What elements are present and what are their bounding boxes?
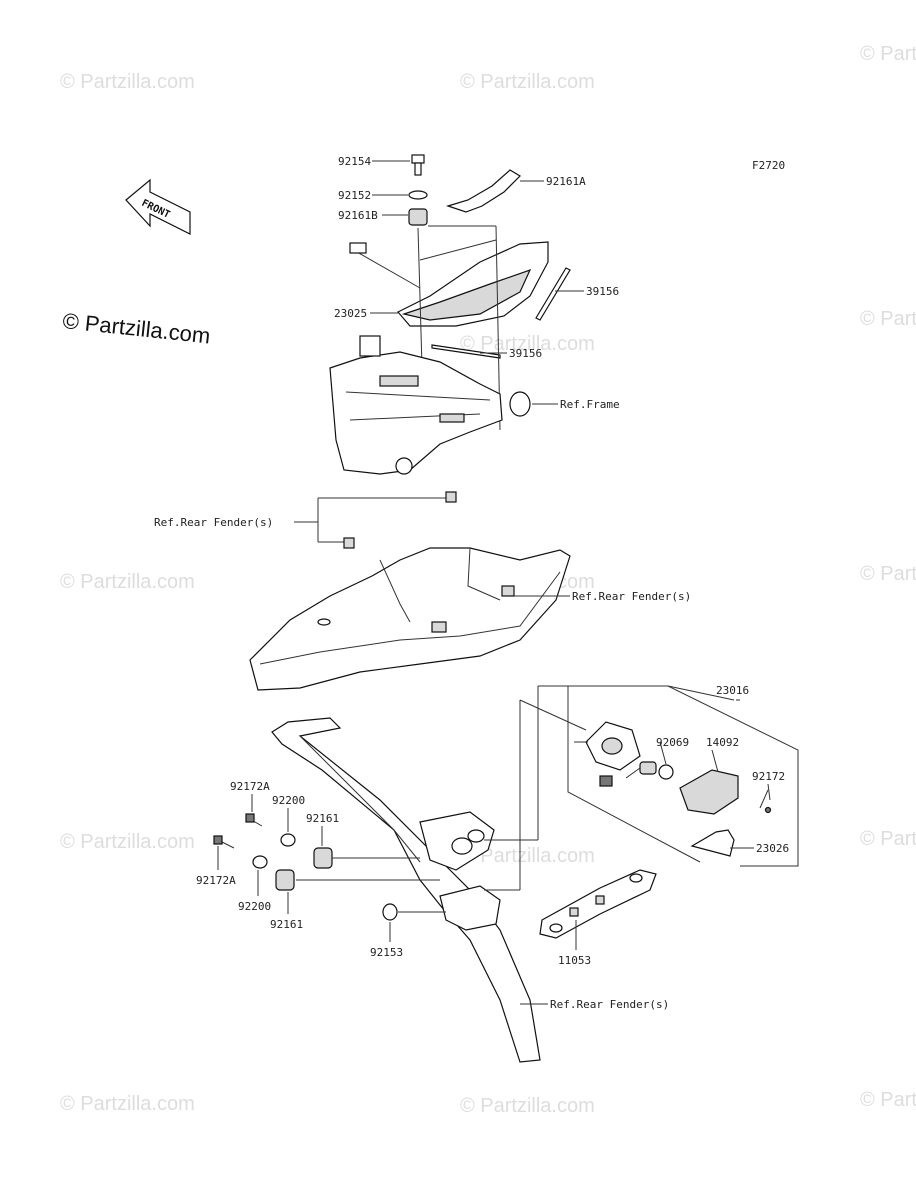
- label-92200-b[interactable]: 92200: [238, 900, 271, 913]
- label-92200-a[interactable]: 92200: [272, 794, 305, 807]
- frame-bracket: [329, 335, 558, 475]
- rear-fender: [249, 491, 571, 691]
- watermark: © Partzilla.com: [460, 1095, 595, 1117]
- washer-92200-b: [252, 855, 268, 896]
- watermark: © Partzilla.com: [60, 71, 195, 93]
- label-92161B[interactable]: 92161B: [338, 209, 378, 222]
- diagram-id: F2720: [752, 159, 785, 172]
- bracket-92161A: [446, 169, 544, 213]
- bulb-92069: [599, 741, 674, 787]
- grommet-92161-a: [313, 826, 333, 869]
- label-14092[interactable]: 14092: [706, 736, 739, 749]
- screw-92172: [759, 783, 772, 814]
- label-23026[interactable]: 23026: [756, 842, 789, 855]
- label-11053[interactable]: 11053: [558, 954, 591, 967]
- label-92161A[interactable]: 92161A: [546, 175, 586, 188]
- label-39156-a[interactable]: 39156: [586, 285, 619, 298]
- label-92069[interactable]: 92069: [656, 736, 689, 749]
- label-ref-rear-fender-1[interactable]: Ref.Rear Fender(s): [154, 516, 273, 529]
- label-92172A-a[interactable]: 92172A: [230, 780, 270, 793]
- watermark: © Partzilla.com: [60, 1093, 195, 1115]
- label-23016[interactable]: 23016: [716, 684, 749, 697]
- plate-bracket-11053: [539, 869, 657, 950]
- front-arrow-icon: FRONT: [125, 178, 191, 235]
- watermark: © Partzilla.com: [460, 333, 595, 355]
- watermark: © Partzilla.com: [860, 43, 916, 65]
- bolt-92154: [372, 154, 425, 176]
- lens-14092: [679, 749, 739, 815]
- label-92172[interactable]: 92172: [752, 770, 785, 783]
- screw-92172A-a: [245, 794, 263, 827]
- strip-39156-b: [431, 344, 507, 359]
- part-labels: 92154 92152 92161B 92161A 39156 23025 39…: [154, 155, 789, 1011]
- ref-fender-leader: [294, 497, 446, 543]
- label-ref-rear-fender-3[interactable]: Ref.Rear Fender(s): [550, 998, 669, 1011]
- washer-92152: [372, 190, 428, 200]
- guide-lines-lower: [484, 685, 587, 1005]
- label-ref-frame[interactable]: Ref.Frame: [560, 398, 620, 411]
- watermark: © Partzilla.com: [60, 831, 195, 853]
- gasket-23026: [690, 829, 754, 857]
- watermark: © Partzilla.com: [460, 71, 595, 93]
- hardware-leaders: [296, 857, 440, 881]
- grommet-92161-b: [275, 869, 295, 914]
- rear-stay-bracket: [271, 717, 541, 1063]
- screw-92172A-b: [213, 835, 235, 870]
- label-23025[interactable]: 23025: [334, 307, 367, 320]
- watermark: © Partzilla.com: [860, 828, 916, 850]
- label-92172A-b[interactable]: 92172A: [196, 874, 236, 887]
- washer-92200-a: [280, 808, 296, 847]
- watermark: © Partzilla.com: [860, 1089, 916, 1111]
- label-92161-a[interactable]: 92161: [306, 812, 339, 825]
- label-92154[interactable]: 92154: [338, 155, 371, 168]
- license-lamp-housing: [574, 721, 641, 771]
- label-92153[interactable]: 92153: [370, 946, 403, 959]
- grommet-92161B: [382, 208, 428, 226]
- tail-lamp-23025: [349, 241, 549, 327]
- label-ref-rear-fender-2[interactable]: Ref.Rear Fender(s): [572, 590, 691, 603]
- watermark: © Partzilla.com: [860, 308, 916, 330]
- watermark: © Partzilla.com: [860, 563, 916, 585]
- watermark: © Partzilla.com: [60, 571, 195, 593]
- label-39156-b[interactable]: 39156: [509, 347, 542, 360]
- bolt-92153: [382, 903, 446, 942]
- watermark: © Partzilla.com: [460, 845, 595, 867]
- strip-39156-a: [535, 267, 584, 321]
- label-92161-b[interactable]: 92161: [270, 918, 303, 931]
- label-92152[interactable]: 92152: [338, 189, 371, 202]
- watermark-prominent: © Partzilla.com: [61, 308, 211, 348]
